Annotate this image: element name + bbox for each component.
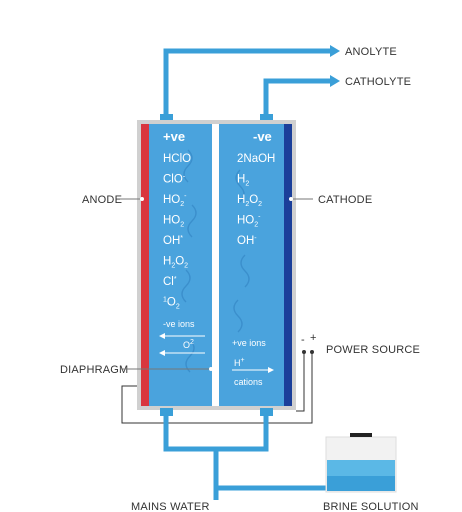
anode-chamber bbox=[141, 124, 212, 406]
anode-leader-dot bbox=[140, 197, 144, 201]
mains-water-label: MAINS WATER bbox=[131, 501, 210, 512]
anode-species-7: 1O2 bbox=[163, 297, 180, 311]
anolyte-pipe bbox=[163, 48, 330, 118]
anode-species-4: OH* bbox=[163, 235, 183, 247]
cathode-species-1: H2 bbox=[237, 174, 249, 188]
catholyte-label: CATHOLYTE bbox=[345, 76, 411, 88]
bubble-swirls bbox=[181, 149, 250, 373]
power-terminal-negative-label: - bbox=[301, 334, 305, 346]
cathode-species-4: OH- bbox=[237, 235, 257, 247]
anode-species-0: HClO bbox=[163, 153, 191, 165]
diaphragm bbox=[212, 124, 219, 406]
cathode-ion-species: H+ bbox=[234, 357, 245, 368]
brine-tank-lid bbox=[350, 433, 372, 437]
cathode-species-0: 2NaOH bbox=[237, 153, 275, 165]
diaphragm-leader-dot bbox=[209, 367, 213, 371]
anode-species-3: HO2 bbox=[163, 215, 184, 229]
cathode-electrode bbox=[284, 124, 292, 406]
anolyte-arrowhead bbox=[330, 45, 340, 57]
cathode-ion-arrowhead bbox=[268, 367, 274, 373]
outlet-pipes bbox=[163, 48, 330, 118]
power-wiring bbox=[121, 353, 313, 424]
power-terminal-positive bbox=[310, 350, 314, 354]
cathode-label: CATHODE bbox=[318, 194, 372, 206]
cathode-ions-label: +ve ions bbox=[232, 338, 266, 348]
brine-solution-label: BRINE SOLUTION bbox=[323, 501, 419, 512]
anode-ions-label: -ve ions bbox=[163, 319, 195, 329]
cathode-polarity: -ve bbox=[253, 129, 272, 144]
power-terminal-negative bbox=[302, 350, 306, 354]
cathode-leader-dot bbox=[289, 197, 293, 201]
anode-label: ANODE bbox=[82, 194, 122, 206]
inlet-pipes bbox=[163, 414, 353, 500]
anode-species-6: Cl* bbox=[163, 276, 177, 288]
anode-polarity: +ve bbox=[163, 129, 185, 144]
catholyte-pipe bbox=[263, 78, 330, 118]
diaphragm-label: DIAPHRAGM bbox=[60, 364, 128, 376]
anode-bottom-fitting bbox=[160, 408, 173, 416]
anode-species-1: ClO- bbox=[163, 174, 186, 186]
anode-ion-species: O2 bbox=[183, 339, 194, 350]
cathode-cations-label: cations bbox=[234, 377, 263, 387]
power-terminal-positive-label: + bbox=[310, 332, 317, 344]
anode-electrode bbox=[141, 124, 149, 406]
anode-ion-arrowhead-bottom bbox=[159, 350, 165, 356]
anode-top-fitting bbox=[160, 114, 173, 122]
cathode-bottom-fitting bbox=[260, 408, 273, 416]
cathode-top-fitting bbox=[260, 114, 273, 122]
anode-species-2: HO2- bbox=[163, 193, 187, 208]
catholyte-arrowhead bbox=[330, 75, 340, 87]
cathode-chamber bbox=[219, 124, 292, 406]
power-source-label: POWER SOURCE bbox=[326, 344, 420, 356]
brine-liquid-shade bbox=[327, 476, 395, 491]
cathode-species-2: H2O2 bbox=[237, 194, 262, 208]
anode-species-5: H2O2 bbox=[163, 256, 188, 270]
anolyte-label: ANOLYTE bbox=[345, 46, 397, 58]
cathode-species-3: HO2- bbox=[237, 214, 261, 229]
anode-ion-arrowhead-top bbox=[159, 333, 165, 339]
